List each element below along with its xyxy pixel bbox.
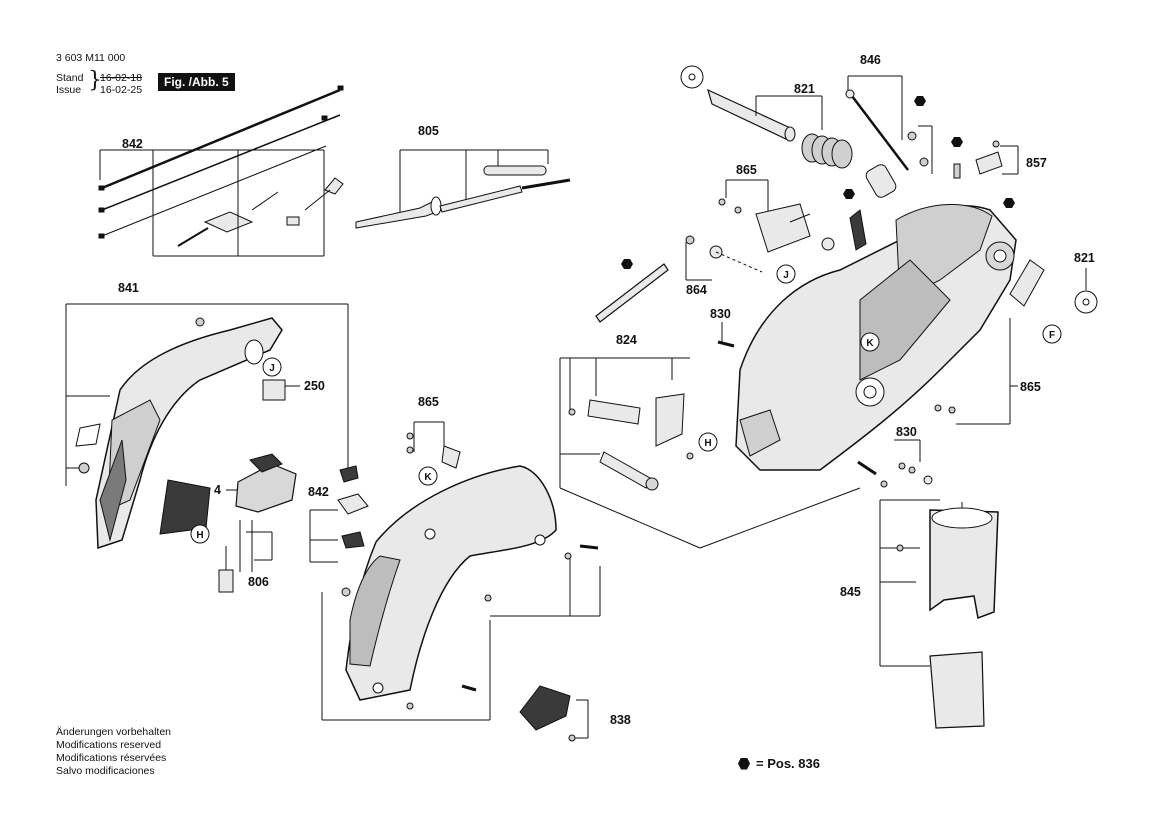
note-line-es: Salvo modificaciones <box>56 765 155 777</box>
brace-glyph: } <box>88 68 102 93</box>
part-label-865b: 865 <box>736 163 757 177</box>
part-label-821b: 821 <box>1074 251 1095 265</box>
ref-letter-h1: H <box>196 530 203 541</box>
part-label-841: 841 <box>118 281 139 295</box>
ref-letter-j2: J <box>783 270 789 281</box>
clip-group-865a <box>406 421 461 469</box>
part-label-857: 857 <box>1026 156 1047 170</box>
part-label-865c: 865 <box>1020 380 1041 394</box>
bracket-group-865c <box>934 259 1045 425</box>
left-housing-841 <box>65 303 349 550</box>
right-housing-handle <box>321 465 601 721</box>
end-cap-838 <box>519 685 589 742</box>
lever-group-824 <box>559 357 861 549</box>
brush-set-806 <box>218 520 273 593</box>
part-label-865a: 865 <box>418 395 439 409</box>
issue-label: Issue <box>56 84 82 96</box>
terminal-group-842b <box>309 465 369 597</box>
part-label-250: 250 <box>304 379 325 393</box>
part-label-4: 4 <box>214 483 221 497</box>
connector-250 <box>262 379 300 401</box>
ref-marker-k1: K <box>418 466 438 486</box>
ref-letter-k2: K <box>866 338 874 349</box>
note-line-fr: Modifications réservées <box>56 752 167 764</box>
ref-letter-f1: F <box>1049 330 1055 341</box>
pos-836-markers <box>621 96 1015 269</box>
legend: = Pos. 836 <box>738 756 820 771</box>
stand-date: 16-02-18 <box>100 72 143 84</box>
bolt-group-864 <box>685 235 763 281</box>
ref-marker-j1: J <box>262 357 282 377</box>
spring <box>801 133 853 169</box>
part-number-labels: 842 805 841 250 4 806 865 842 838 821 84… <box>118 53 1095 727</box>
part-label-806: 806 <box>248 575 269 589</box>
ref-marker-h1: H <box>190 524 210 544</box>
issue-date: 16-02-25 <box>100 84 143 96</box>
washer-821 <box>1074 268 1098 314</box>
part-label-842a: 842 <box>122 137 143 151</box>
reference-markers: J H K J K H F <box>190 264 1062 544</box>
figure-label: Fig. /Abb. 5 <box>158 73 235 91</box>
rod-and-spring-821 <box>680 65 897 198</box>
ref-marker-f1: F <box>1042 324 1062 344</box>
part-label-830b: 830 <box>896 425 917 439</box>
part-label-846: 846 <box>860 53 881 67</box>
blade-guard-plate <box>595 263 669 323</box>
ref-marker-j2: J <box>776 264 796 284</box>
ref-letter-h2: H <box>704 438 711 449</box>
stand-label: Stand <box>56 72 84 84</box>
tool-group-805 <box>355 149 571 229</box>
note-line-de: Änderungen vorbehalten <box>56 726 172 738</box>
ref-letter-j1: J <box>269 363 275 374</box>
ref-letter-k1: K <box>424 472 432 483</box>
bolt-group-846 <box>845 75 909 171</box>
screw-group-857 <box>907 125 1019 179</box>
switch-4 <box>226 453 297 513</box>
bracket-group-865 <box>718 179 811 253</box>
ref-marker-k2: K <box>860 332 880 352</box>
part-label-842b: 842 <box>308 485 329 499</box>
note-line-en: Modifications reserved <box>56 739 162 751</box>
document-number: 3 603 M11 000 <box>56 52 126 64</box>
dust-chute-845 <box>879 499 999 729</box>
part-label-838: 838 <box>610 713 631 727</box>
part-label-864: 864 <box>686 283 707 297</box>
part-label-805: 805 <box>418 124 439 138</box>
ref-marker-h2: H <box>698 432 718 452</box>
part-label-821a: 821 <box>794 82 815 96</box>
part-label-830a: 830 <box>710 307 731 321</box>
legend-text: = Pos. 836 <box>756 756 820 771</box>
part-label-845: 845 <box>840 585 861 599</box>
part-label-824: 824 <box>616 333 637 347</box>
rod-group-842 <box>98 85 344 257</box>
notes-block: Änderungen vorbehalten Modifications res… <box>56 726 171 778</box>
hexagon-icon <box>738 757 750 770</box>
pin-group-830 <box>686 322 933 488</box>
